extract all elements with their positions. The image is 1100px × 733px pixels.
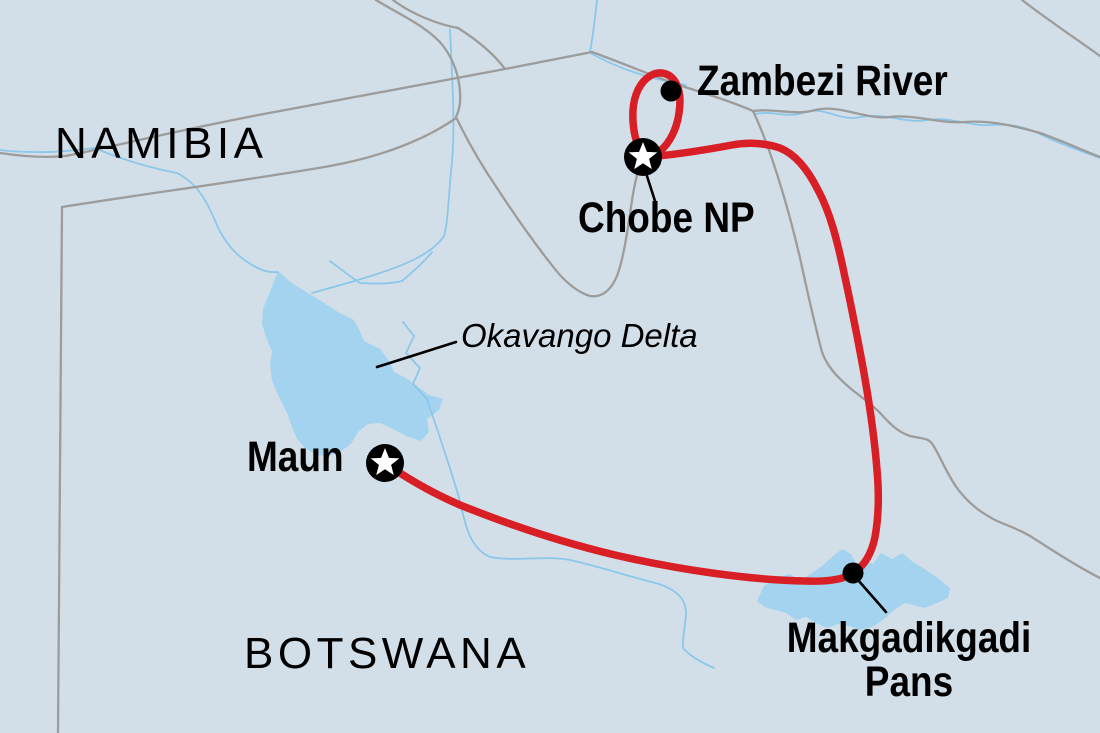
cuito-river (311, 28, 455, 294)
leader-chobe-np (644, 171, 657, 203)
border-kwando-linyanti (374, 0, 645, 298)
place-label-chobe-np: Chobe NP (578, 194, 755, 242)
border-top-right-corner (1020, 0, 1100, 58)
place-label-makgadikgadi-line2: Pans (864, 657, 954, 706)
okavango-delta-lake (262, 271, 443, 456)
place-label-makgadikgadi-pans: Makgadikgadi Pans (786, 614, 1032, 706)
leader-lines (375, 171, 888, 614)
border-zimbabwe-south (751, 109, 1100, 580)
border-zambezi-east (751, 107, 1100, 159)
river-top-middle (589, 0, 598, 53)
border-angola-river (391, 0, 507, 71)
leader-okavango-delta (375, 340, 458, 369)
place-label-zambezi-river: Zambezi River (697, 57, 948, 105)
route-line-main (381, 139, 883, 585)
place-label-maun: Maun (247, 433, 344, 481)
okavango-river (0, 147, 279, 274)
river-branch-ne-delta (329, 251, 433, 285)
markers (366, 80, 864, 584)
border-namibia-north (0, 50, 594, 158)
border-namibia-botswana-vertical (56, 205, 64, 733)
boteti-river-lower (426, 398, 715, 669)
country-label-botswana: BOTSWANA (244, 629, 531, 678)
water-bodies (262, 271, 950, 630)
water-label-okavango-delta: Okavango Delta (461, 317, 698, 354)
border-namibia-botswana-horizontal (60, 116, 458, 209)
leader-makgadikgadi (856, 578, 888, 614)
border-zambia-southeast (590, 50, 755, 113)
zambezi-dot-marker (660, 80, 682, 102)
makgadikgadi-dot-marker (842, 562, 864, 584)
zambezi-river-line (754, 109, 1100, 159)
place-label-makgadikgadi-line1: Makgadikgadi (786, 614, 1032, 662)
chobe-star-marker (624, 138, 662, 176)
country-label-namibia: NAMIBIA (55, 119, 268, 168)
boteti-river-upper (402, 321, 428, 400)
maun-star-marker (366, 444, 404, 482)
star-icon (370, 448, 400, 476)
star-icon (628, 142, 658, 170)
makgadikgadi-pans-lake (757, 549, 950, 630)
